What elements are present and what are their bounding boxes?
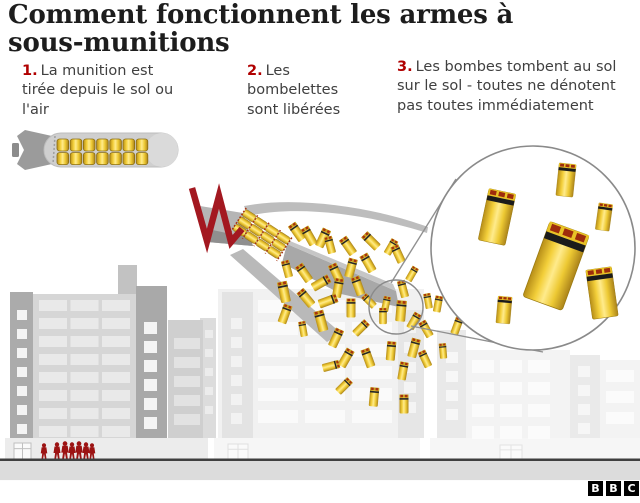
casing-panel-top	[244, 202, 428, 233]
packed-bomblets	[230, 207, 293, 262]
red-ribbon	[188, 183, 245, 254]
step-1-caption: 1.La munition est tirée depuis le sol ou…	[22, 62, 174, 120]
casing-nose-highlight	[287, 241, 396, 291]
bbc-logo: B B C	[588, 481, 639, 496]
bomb-nose	[146, 133, 178, 167]
step-2-number: 2.	[247, 63, 263, 79]
magnifier-circle	[430, 145, 636, 351]
ground	[0, 458, 640, 481]
step-2-text: Les bombelettes sont libérées	[247, 63, 341, 118]
step-3-number: 3.	[397, 59, 413, 75]
callout-source-circle	[368, 279, 424, 335]
title-line-2: sous-munitions	[8, 27, 230, 58]
payload-bomblets	[56, 138, 149, 166]
magnifier-callout	[368, 145, 636, 353]
step-1-text: La munition est tirée depuis le sol ou l…	[22, 63, 174, 118]
step-3-text: Les bombes tombent au sol sur le sol - t…	[397, 59, 617, 114]
cluster-bomb-intact	[12, 130, 179, 170]
bbc-logo-b2: B	[606, 481, 621, 496]
step-2-caption: 2.Les bombelettes sont libérées	[247, 62, 365, 120]
step-1-number: 1.	[22, 63, 38, 79]
tail-fins	[17, 130, 52, 170]
title-line-1: Comment fonctionnent les armes à	[8, 0, 514, 30]
page-title: Comment fonctionnent les armes à sous-mu…	[8, 0, 628, 58]
step-3-caption: 3.Les bombes tombent au sol sur le sol -…	[397, 58, 640, 116]
tail-tip	[12, 143, 19, 157]
bbc-logo-c: C	[624, 481, 639, 496]
bbc-logo-b1: B	[588, 481, 603, 496]
